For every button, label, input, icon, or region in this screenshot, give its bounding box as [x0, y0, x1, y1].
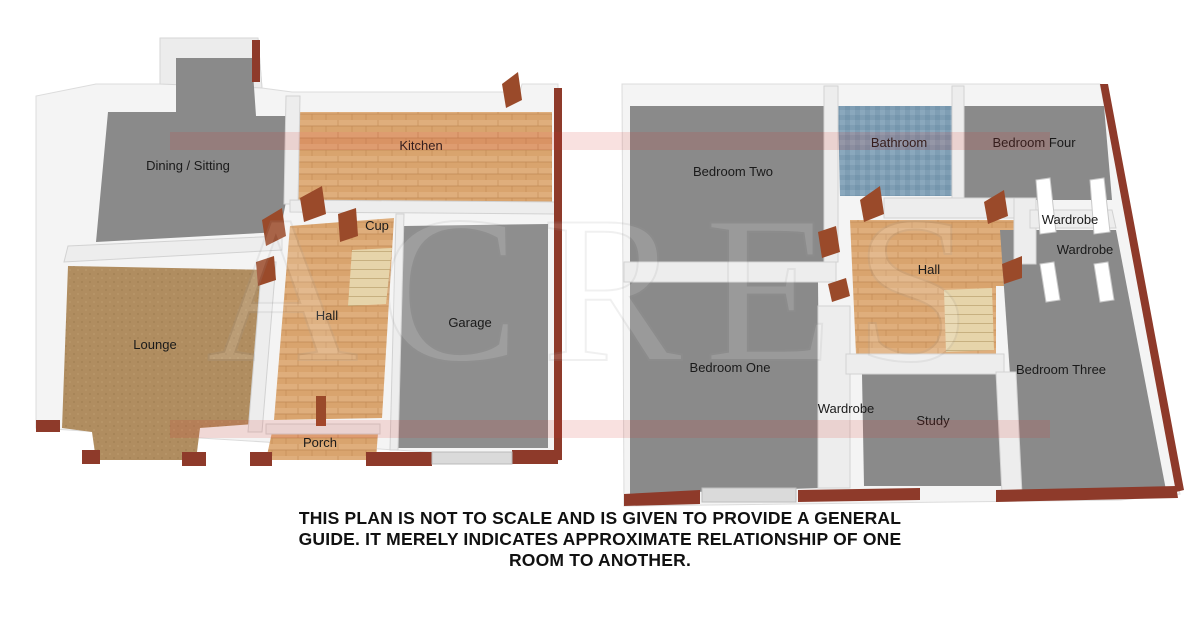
bedroom-one-window	[701, 487, 797, 503]
label-kitchen: Kitchen	[399, 138, 442, 153]
label-study: Study	[916, 413, 950, 428]
stairs-first	[944, 288, 994, 352]
label-cup: Cup	[365, 218, 389, 233]
watermark: ACRES	[170, 132, 1050, 438]
first-brick-edges	[624, 84, 1184, 506]
first-floor	[621, 83, 1184, 507]
watermark-text: ACRES	[207, 174, 994, 406]
label-wardrobe-2: Wardrobe	[1057, 242, 1114, 257]
watermark-band-top	[170, 132, 1050, 150]
wardrobe-fronts	[1035, 177, 1115, 303]
label-wardrobe-3: Wardrobe	[818, 401, 875, 416]
disclaimer-line-2: GUIDE. IT MERELY INDICATES APPROXIMATE R…	[298, 529, 902, 549]
label-garage: Garage	[448, 315, 491, 330]
ground-floor	[35, 37, 562, 466]
first-doors	[818, 186, 1022, 302]
label-wardrobe-1: Wardrobe	[1042, 212, 1099, 227]
bedroom-one-floor	[630, 282, 820, 494]
label-bedroom-one: Bedroom One	[690, 360, 771, 375]
ground-brick-ends	[36, 40, 562, 466]
bedroom-two-floor	[630, 106, 828, 262]
ground-doors	[256, 72, 522, 426]
porch-floor	[266, 432, 378, 460]
bedroom-four-floor	[964, 106, 1112, 200]
garage-door	[431, 451, 513, 465]
room-labels: Dining / Sitting Kitchen Lounge Hall Cup…	[133, 135, 1113, 450]
watermark-band-bottom	[170, 420, 1050, 438]
bedroom-three-floor	[1000, 230, 1166, 490]
ground-floor-internal-walls	[63, 95, 557, 451]
label-bathroom: Bathroom	[871, 135, 927, 150]
label-bedroom-four: Bedroom Four	[992, 135, 1076, 150]
disclaimer-line-3: ROOM TO ANOTHER.	[508, 550, 692, 570]
bathroom-floor	[838, 106, 956, 196]
label-hall-first: Hall	[918, 262, 941, 277]
lounge-floor	[62, 266, 272, 460]
label-porch: Porch	[303, 435, 337, 450]
label-lounge: Lounge	[133, 337, 176, 352]
disclaimer-line-1: THIS PLAN IS NOT TO SCALE AND IS GIVEN T…	[298, 508, 902, 528]
kitchen-floor	[290, 112, 552, 202]
study-floor	[862, 372, 1010, 486]
dining-sitting-floor	[96, 58, 286, 242]
label-dining-sitting: Dining / Sitting	[146, 158, 230, 173]
disclaimer: THIS PLAN IS NOT TO SCALE AND IS GIVEN T…	[240, 508, 960, 571]
stairs	[348, 248, 392, 306]
garage-floor	[398, 224, 548, 448]
label-bedroom-two: Bedroom Two	[693, 164, 773, 179]
label-hall-ground: Hall	[316, 308, 339, 323]
label-bedroom-three: Bedroom Three	[1016, 362, 1106, 377]
